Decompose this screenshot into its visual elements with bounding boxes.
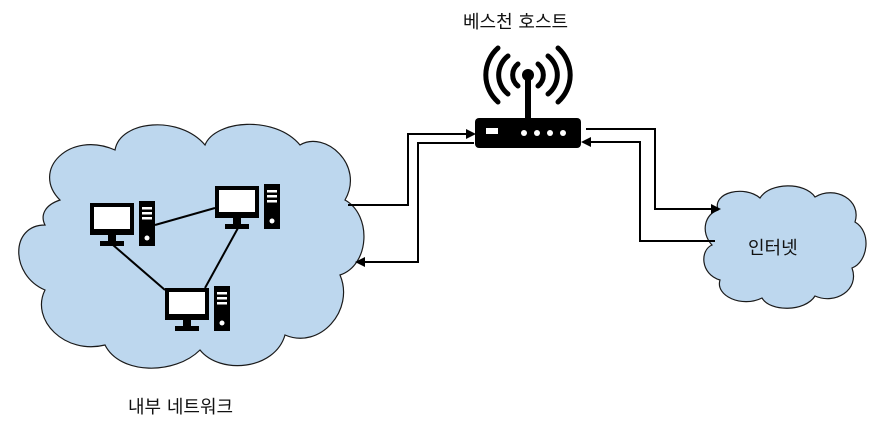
internet-label: 인터넷: [748, 238, 798, 259]
bastion-host-label: 베스천 호스트: [463, 12, 569, 33]
connection-arrows-right: [581, 128, 721, 242]
connection-arrows-left: [348, 129, 476, 267]
internet-cloud: [703, 185, 867, 309]
internal-network-label: 내부 네트워크: [128, 397, 234, 418]
internal-network-cloud: [18, 123, 365, 369]
router-icon: [475, 45, 581, 148]
internal-links: [112, 207, 239, 291]
